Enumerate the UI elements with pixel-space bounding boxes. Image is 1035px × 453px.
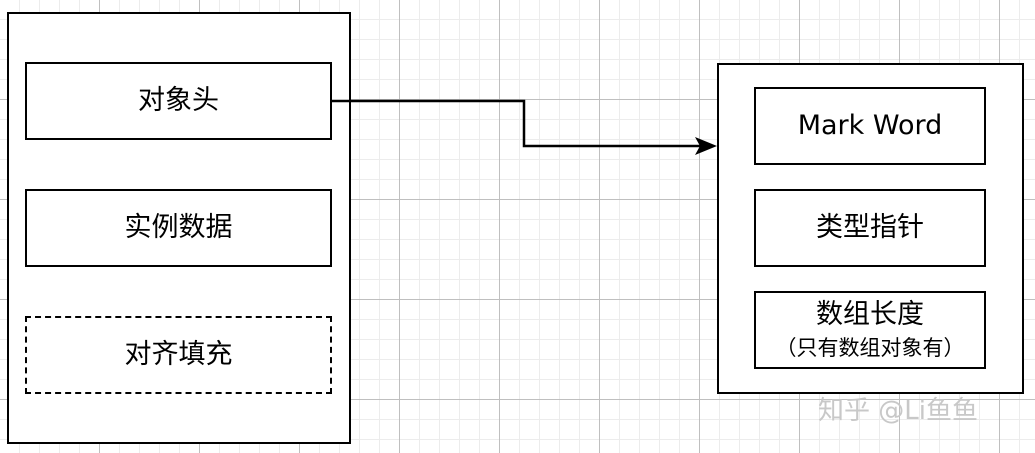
connector-arrow-line xyxy=(332,99,700,148)
arrowhead-icon xyxy=(695,137,717,155)
array-length-box: 数组长度 （只有数组对象有） xyxy=(754,291,986,369)
array-length-label: 数组长度 xyxy=(816,299,924,331)
padding-label: 对齐填充 xyxy=(124,338,233,370)
object-header-label: 对象头 xyxy=(138,84,219,116)
type-pointer-label: 类型指针 xyxy=(816,211,924,243)
watermark: 知乎 @Li鱼鱼 xyxy=(818,396,978,426)
padding-box: 对齐填充 xyxy=(25,316,332,394)
mark-word-label: Mark Word xyxy=(797,109,943,141)
type-pointer-box: 类型指针 xyxy=(754,189,986,267)
array-length-note: （只有数组对象有） xyxy=(775,335,965,360)
instance-data-label: 实例数据 xyxy=(124,211,233,243)
instance-data-box: 实例数据 xyxy=(25,189,332,267)
object-header-box: 对象头 xyxy=(25,62,332,140)
mark-word-box: Mark Word xyxy=(754,87,986,165)
